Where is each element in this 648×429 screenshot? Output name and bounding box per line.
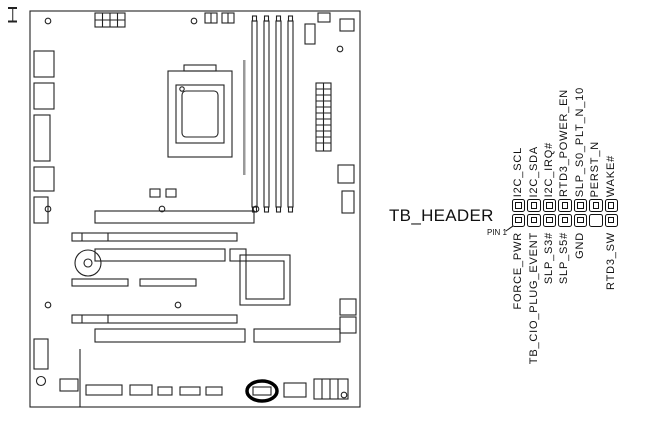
- screw-holes: [44, 17, 348, 399]
- pin-label-col: SLP_S0_PLT_N_10: [573, 46, 588, 197]
- pin-label: I2C_IRQ#: [543, 141, 556, 197]
- rear-io-ports: [33, 50, 55, 387]
- pin-label-col: SLP_S3#: [542, 232, 557, 382]
- pin-icon: [561, 202, 569, 209]
- pin-label-col: [588, 232, 603, 382]
- pin-label: RTD3_POWER_EN: [558, 89, 571, 197]
- board-outline: [29, 10, 361, 408]
- pin-label: FORCE_PWR: [512, 232, 525, 310]
- tb-header-location-highlight-icon: [245, 379, 279, 403]
- bottom-pin-labels: FORCE_PWR TB_CIO_PLUG_EVENT SLP_S3# SLP_…: [511, 232, 619, 382]
- power-connectors: [94, 12, 332, 152]
- pin-label-col: SLP_S5#: [557, 232, 572, 382]
- pin-cell: [573, 213, 588, 227]
- pin-label-col: WAKE#: [604, 46, 619, 197]
- pin-label: RTD3_SW: [604, 232, 617, 290]
- text-cursor-icon: [8, 7, 17, 22]
- pin-label-col: I2C_SDA: [526, 46, 541, 197]
- pin1-pointer-line: [505, 225, 514, 232]
- pin-icon: [515, 216, 522, 224]
- pin-label-col: RTD3_SW: [604, 232, 619, 382]
- pin-label: GND: [573, 232, 586, 259]
- bottom-headers: [59, 349, 349, 407]
- pin-label-col: GND: [573, 232, 588, 382]
- pin-label: PERST_N: [589, 140, 602, 197]
- pin-cell: [512, 199, 526, 212]
- m2-heatsinks: [94, 210, 341, 343]
- pin-icon: [546, 202, 553, 209]
- pin-icon: [577, 216, 584, 224]
- pin-icon: [607, 202, 615, 209]
- cmos-battery: [74, 249, 102, 277]
- pin-icon: [607, 216, 615, 224]
- pin-cell: [558, 199, 572, 212]
- pin-label: I2C_SDA: [527, 145, 540, 197]
- callout-title: TB_HEADER: [389, 206, 494, 225]
- dimm-slots: [243, 15, 294, 213]
- pin-label: WAKE#: [604, 154, 617, 197]
- pin-cell: [573, 199, 588, 212]
- pin-label-col: RTD3_POWER_EN: [557, 46, 572, 197]
- pin-cell: [604, 213, 618, 227]
- pin-icon: [577, 202, 584, 209]
- pin-cell: [558, 213, 572, 227]
- pin-label-col: I2C_IRQ#: [542, 46, 557, 197]
- pcie-slots: [71, 232, 238, 324]
- misc-headers: [149, 12, 355, 214]
- pin-cell: [589, 199, 603, 212]
- pin-label-col: PERST_N: [588, 46, 603, 197]
- pin-label-col: I2C_SCL: [511, 46, 526, 197]
- pin-label-col: TB_CIO_PLUG_EVENT: [526, 232, 541, 382]
- pin-label: SLP_S3#: [543, 232, 556, 285]
- pin-label: TB_CIO_PLUG_EVENT: [527, 232, 540, 365]
- pin-cell-keyed: [589, 213, 603, 227]
- top-pin-labels: I2C_SCL I2C_SDA I2C_IRQ# RTD3_POWER_EN S…: [511, 46, 619, 197]
- tb-header-pin-diagram: [511, 199, 619, 227]
- pin-icon: [515, 202, 522, 209]
- pin-icon: [530, 216, 538, 224]
- pin-icon: [530, 202, 538, 209]
- pin-row-top: [511, 199, 619, 212]
- pin-icon: [592, 202, 600, 209]
- pin-cell: [604, 199, 618, 212]
- sata-ports: [339, 298, 357, 334]
- pin-cell: [512, 213, 526, 227]
- cpu-socket: [167, 64, 233, 158]
- pin-cell: [542, 213, 557, 227]
- motherboard-diagram: [29, 10, 361, 408]
- pin-icon: [561, 216, 569, 224]
- pin-label-col: FORCE_PWR: [511, 232, 526, 382]
- pin-icon: [546, 216, 553, 224]
- pin-label: SLP_S5#: [558, 232, 571, 285]
- chipset-heatsink: [239, 254, 291, 306]
- pin-cell: [542, 199, 557, 212]
- pin-cell: [527, 213, 541, 227]
- pin1-label: PIN 1: [487, 228, 508, 237]
- pin-label: I2C_SCL: [512, 146, 525, 197]
- pin-row-bottom: [511, 213, 619, 227]
- pin-label: SLP_S0_PLT_N_10: [573, 86, 586, 197]
- pin-cell: [527, 199, 541, 212]
